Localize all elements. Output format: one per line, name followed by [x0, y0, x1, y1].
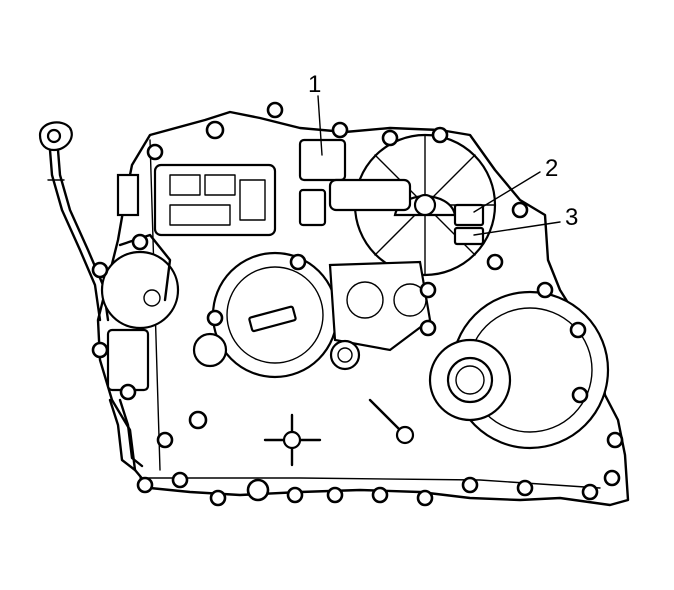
callout-labels: 1 2 3: [308, 71, 578, 231]
leader-line-2: [473, 171, 541, 213]
callout-leaders: [317, 95, 561, 236]
dipstick: [38, 121, 144, 472]
shift-shaft: [263, 398, 415, 467]
callout-2: 2: [545, 155, 558, 182]
differential-housing: [428, 290, 610, 450]
case-bolts: [91, 101, 624, 507]
pump-housing: [100, 233, 180, 392]
leader-line-3: [473, 221, 561, 236]
center-plate: [328, 260, 432, 371]
leader-line-1: [317, 95, 323, 156]
callout-3: 3: [565, 204, 578, 231]
callout-1: 1: [308, 71, 321, 98]
valve-body: [116, 163, 277, 237]
